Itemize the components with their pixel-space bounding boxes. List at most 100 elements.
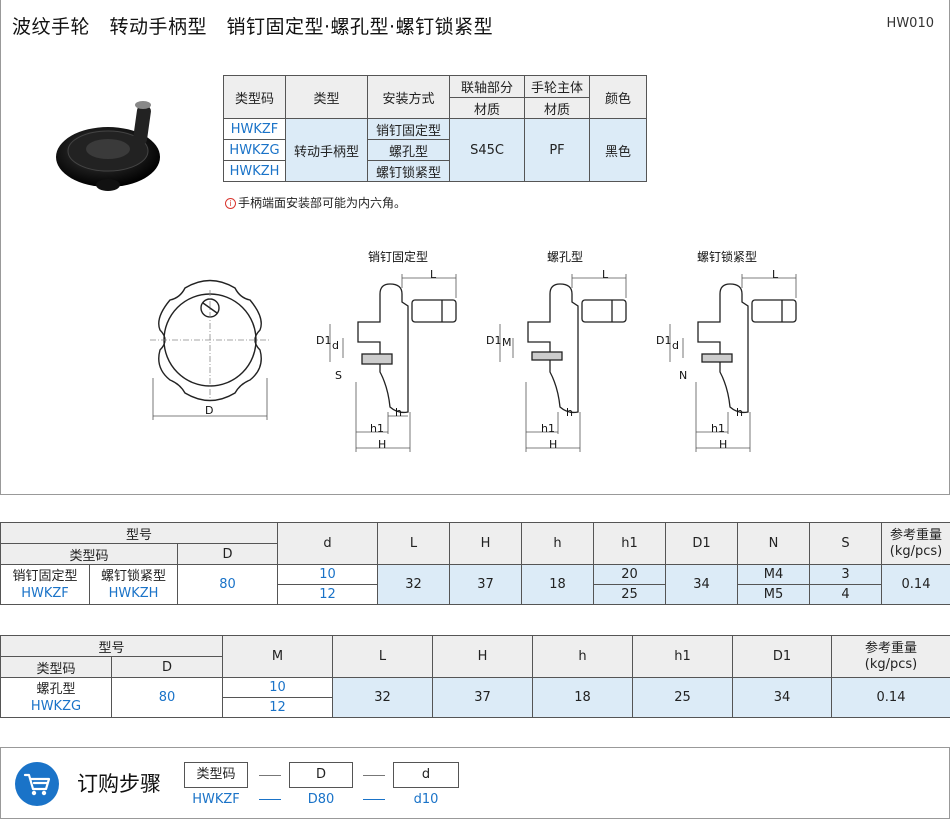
hdr-h1: h1 <box>593 522 667 565</box>
N-value-cell: M5 <box>737 584 811 605</box>
hdr-type-code: 类型码 <box>223 75 286 119</box>
order-title: 订购步骤 <box>77 772 161 796</box>
info-icon: i <box>225 198 236 209</box>
dim-D1-label: D1 <box>656 334 672 347</box>
order-separator <box>363 799 385 800</box>
order-value-D: D80 <box>307 792 335 807</box>
code-cell: HWKZF <box>223 118 286 140</box>
hdr-D: D <box>176 543 279 565</box>
dimension-table-1: 型号 d L H h h1 D1 N S 参考重量(kg/pcs) 类型码 D … <box>0 522 950 605</box>
cart-icon <box>15 762 59 806</box>
D-value-cell: 80 <box>110 677 224 718</box>
drawing-title: 销钉固定型 <box>368 250 429 264</box>
hdr-install: 安装方式 <box>367 75 450 119</box>
hdr-weight: 参考重量(kg/pcs) <box>831 635 950 678</box>
drawing-title: 螺钉锁紧型 <box>697 250 758 264</box>
hdr-color: 颜色 <box>589 75 647 119</box>
h1-value-cell: 25 <box>632 677 734 718</box>
dim-d-label: d <box>332 339 339 352</box>
S-value-cell: 3 <box>809 564 883 585</box>
H-value-cell: 37 <box>432 677 534 718</box>
hdr-type-code: 类型码 <box>0 543 178 565</box>
hdr-S: S <box>809 522 883 565</box>
hdr-h: h <box>532 635 634 678</box>
drawing-title: 螺孔型 <box>547 250 584 264</box>
side-view-pin-drawing <box>329 274 457 452</box>
hdr-weight: 参考重量(kg/pcs) <box>881 522 950 565</box>
dim-N-label: N <box>679 369 688 382</box>
M-value-cell: 12 <box>222 697 334 718</box>
hdr-D1: D1 <box>665 522 739 565</box>
hdr-H: H <box>449 522 523 565</box>
L-value-cell: 32 <box>332 677 434 718</box>
hdr-type: 类型 <box>285 75 368 119</box>
side-view-setscrew-drawing <box>669 274 797 452</box>
dim-M-label: M <box>502 336 512 349</box>
order-separator <box>259 775 281 776</box>
weight-value-cell: 0.14 <box>831 677 950 718</box>
install-cell: 螺孔型 <box>367 139 450 161</box>
front-view-drawing <box>150 279 270 420</box>
h-value-cell: 18 <box>532 677 634 718</box>
dim-H-label: H <box>549 438 558 451</box>
h-value-cell: 18 <box>521 564 595 605</box>
dim-h-label: h <box>566 406 573 419</box>
d-value-cell: 10 <box>277 564 379 585</box>
dim-h1-label: h1 <box>541 422 555 435</box>
order-value-d: d10 <box>413 792 439 807</box>
hdr-model: 型号 <box>0 635 224 657</box>
dim-h1-label: h1 <box>711 422 725 435</box>
body-material-cell: PF <box>524 118 590 182</box>
H-value-cell: 37 <box>449 564 523 605</box>
order-value-type-code: HWKZF <box>192 792 240 807</box>
hdr-h1: h1 <box>632 635 734 678</box>
shaft-material-cell: S45C <box>449 118 525 182</box>
dim-D-label: D <box>205 404 214 417</box>
code-cell: HWKZH <box>223 160 286 182</box>
hdr-d: d <box>277 522 379 565</box>
hdr-D: D <box>110 656 224 678</box>
hdr-shaft-material: 材质 <box>449 97 525 119</box>
product-code: HW010 <box>886 16 934 31</box>
M-value-cell: 10 <box>222 677 334 698</box>
order-box-type-code: 类型码 <box>184 762 248 788</box>
color-cell: 黑色 <box>589 118 647 182</box>
dim-H-label: H <box>719 438 728 451</box>
S-value-cell: 4 <box>809 584 883 605</box>
dim-h1-label: h1 <box>370 422 384 435</box>
weight-value-cell: 0.14 <box>881 564 950 605</box>
D1-value-cell: 34 <box>665 564 739 605</box>
dim-d-label: d <box>672 339 679 352</box>
h1-value-cell: 20 <box>593 564 667 585</box>
hdr-body: 手轮主体 <box>524 75 590 98</box>
hdr-H: H <box>432 635 534 678</box>
product-photo <box>56 101 160 191</box>
hdr-h: h <box>521 522 595 565</box>
dim-L-label: L <box>602 268 609 281</box>
dim-H-label: H <box>378 438 387 451</box>
hdr-L: L <box>332 635 434 678</box>
hdr-M: M <box>222 635 334 678</box>
hdr-type-code: 类型码 <box>0 656 112 678</box>
dim-L-label: L <box>430 268 437 281</box>
dim-h-label: h <box>736 406 743 419</box>
h1-value-cell: 25 <box>593 584 667 605</box>
order-separator <box>363 775 385 776</box>
L-value-cell: 32 <box>377 564 451 605</box>
N-value-cell: M4 <box>737 564 811 585</box>
dim-D1-label: D1 <box>486 334 502 347</box>
d-value-cell: 12 <box>277 584 379 605</box>
page-title: 波纹手轮 转动手柄型 销钉固定型·螺孔型·螺钉锁紧型 <box>12 16 494 38</box>
hdr-D1: D1 <box>732 635 833 678</box>
type-cell: 转动手柄型 <box>285 118 368 182</box>
D1-value-cell: 34 <box>732 677 833 718</box>
code-cell: HWKZG <box>223 139 286 161</box>
install-cell: 螺钉锁紧型 <box>367 160 450 182</box>
note-text: 手柄端面安装部可能为内六角。 <box>238 196 407 210</box>
hdr-N: N <box>737 522 811 565</box>
